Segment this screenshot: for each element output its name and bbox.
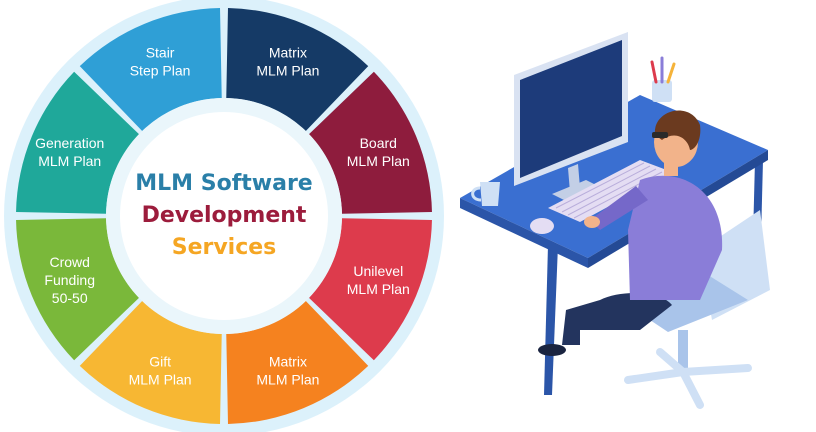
wheel-segment bbox=[16, 218, 139, 361]
center-title: MLM Software Development Services bbox=[135, 171, 312, 260]
monitor-base bbox=[552, 180, 602, 202]
person-legs bbox=[562, 293, 672, 345]
segment-label: MLM Plan bbox=[129, 371, 192, 387]
center-title-line-2: Development bbox=[142, 203, 307, 228]
segment-label: MLM Plan bbox=[256, 371, 319, 387]
person-torso bbox=[628, 175, 723, 300]
desk-edge bbox=[460, 198, 588, 268]
wheel-segment bbox=[309, 71, 432, 214]
segment-label: MLM Plan bbox=[347, 281, 410, 297]
chair-post bbox=[678, 330, 688, 370]
segment-label: Generation bbox=[35, 135, 104, 151]
segment-label: Funding bbox=[44, 272, 95, 288]
segment-label: Gift bbox=[149, 353, 171, 369]
center-title-line-1: MLM Software bbox=[135, 171, 312, 196]
segment-label: Crowd bbox=[49, 254, 89, 270]
wheel-segment bbox=[16, 71, 139, 214]
segment-label: Stair bbox=[146, 45, 175, 61]
person-shoe-left bbox=[538, 344, 566, 356]
pencil-cup bbox=[652, 80, 672, 102]
mouse bbox=[530, 218, 554, 234]
wheel-segment bbox=[309, 218, 432, 361]
person-glasses bbox=[652, 132, 668, 138]
wheel-segment bbox=[226, 301, 369, 424]
segment-label: 50-50 bbox=[52, 290, 88, 306]
segment-label: Unilevel bbox=[353, 263, 403, 279]
segment-label: Board bbox=[360, 135, 397, 151]
keyboard bbox=[548, 160, 672, 222]
desk-leg-left bbox=[544, 245, 558, 395]
wheel-segment bbox=[79, 301, 222, 424]
segment-label: Matrix bbox=[269, 45, 307, 61]
wheel-center bbox=[120, 112, 328, 320]
segment-label: Matrix bbox=[269, 353, 307, 369]
segment-label: MLM Plan bbox=[347, 153, 410, 169]
wheel-segment bbox=[79, 8, 222, 131]
segment-label: MLM Plan bbox=[256, 63, 319, 79]
segment-label: MLM Plan bbox=[38, 153, 101, 169]
segment-label: Step Plan bbox=[130, 63, 191, 79]
center-title-line-3: Services bbox=[172, 235, 277, 260]
person-hand bbox=[584, 216, 600, 228]
person-hair bbox=[654, 110, 701, 150]
chair-base bbox=[624, 348, 752, 409]
wheel-segment bbox=[226, 8, 369, 131]
developer-illustration bbox=[460, 32, 770, 409]
monitor-screen bbox=[520, 40, 622, 178]
pencils bbox=[650, 56, 676, 84]
mug-handle bbox=[471, 186, 482, 202]
person-arm bbox=[590, 186, 648, 230]
mug bbox=[480, 182, 500, 206]
